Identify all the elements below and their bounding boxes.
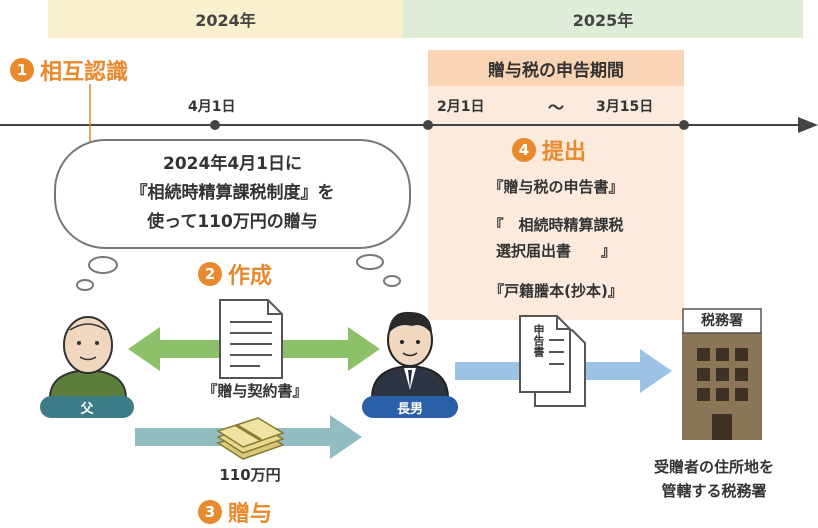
step1-label: 相互認識 <box>40 60 129 85</box>
tax-office-sign: 税務署 <box>701 313 743 329</box>
tax-office-caption: 受贈者の住所地を 管轄する税務署 <box>616 455 812 503</box>
thought-bubble-tail-4 <box>383 275 401 287</box>
thought-line1: 2024年4月1日に <box>163 154 302 174</box>
timeline-dot-feb1 <box>423 120 433 130</box>
step3-heading: 3 贈与 <box>198 496 272 528</box>
step2-heading: 2 作成 <box>198 258 272 290</box>
date-tilde: 〜 <box>548 98 565 117</box>
thought-bubble-tail-1 <box>88 256 118 274</box>
step4-heading: 4 提出 <box>512 134 586 166</box>
money-bundle-icon <box>216 417 285 460</box>
son-avatar-icon <box>370 311 450 399</box>
year-2025-label: 2025年 <box>572 11 634 30</box>
thought-text: 2024年4月1日に 『相続時精算課税制度』を 使って110万円の贈与 <box>60 150 405 237</box>
filing-period-title: 贈与税の申告期間 <box>488 60 624 81</box>
thought-bubble-tail-2 <box>76 279 94 291</box>
filing-period-panel <box>428 50 684 320</box>
tax-office-building-icon <box>682 308 762 440</box>
date-feb1-label: 2月1日 <box>437 99 485 115</box>
step1-number: 1 <box>10 58 34 82</box>
step4-number: 4 <box>512 138 536 162</box>
doc-tax-return: 『贈与税の申告書』 <box>488 178 624 196</box>
timeline-dot-mar15 <box>679 120 689 130</box>
step2-number: 2 <box>198 262 222 286</box>
timeline-dot-apr1 <box>210 120 220 130</box>
father-label: 父 <box>80 401 94 417</box>
step3-label: 贈与 <box>228 502 273 527</box>
year-2024-label: 2024年 <box>195 11 256 30</box>
date-apr1-label: 4月1日 <box>188 99 236 115</box>
thought-line3: 使って110万円の贈与 <box>147 212 318 232</box>
timeline-arrowhead <box>798 117 818 133</box>
filing-period-header: 贈与税の申告期間 <box>428 50 684 86</box>
date-mar15-label: 3月15日 <box>596 99 654 115</box>
son-badge: 長男 <box>362 396 458 418</box>
thought-line2: 『相続時精算課税制度』を <box>130 183 335 203</box>
step3-number: 3 <box>198 500 222 524</box>
tax-office-caption-line1: 受贈者の住所地を <box>653 458 774 476</box>
year-2025-band: 2025年 <box>403 0 803 38</box>
step1-heading: 1 相互認識 <box>10 54 128 86</box>
son-label: 長男 <box>396 401 423 417</box>
doc-family-register: 『戸籍謄本(抄本)』 <box>489 282 623 300</box>
step2-label: 作成 <box>228 264 273 289</box>
doc-selection-form-line2: 選択届出書 』 <box>495 242 616 260</box>
doc-selection-form-line1: 『 相続時精算課税 <box>488 216 624 234</box>
contract-label: 『贈与契約書』 <box>202 382 308 400</box>
tax-office-caption-line2: 管轄する税務署 <box>661 482 767 500</box>
money-label: 110万円 <box>219 466 281 484</box>
thought-bubble <box>54 139 411 249</box>
tax-form-icon <box>519 315 586 407</box>
step4-label: 提出 <box>542 140 587 165</box>
contract-document-icon <box>219 299 283 379</box>
father-badge: 父 <box>40 396 134 418</box>
tax-form-text: 申告書 <box>532 324 545 357</box>
thought-bubble-tail-3 <box>356 254 384 270</box>
father-avatar-icon <box>48 316 128 399</box>
year-2024-band: 2024年 <box>48 0 403 38</box>
